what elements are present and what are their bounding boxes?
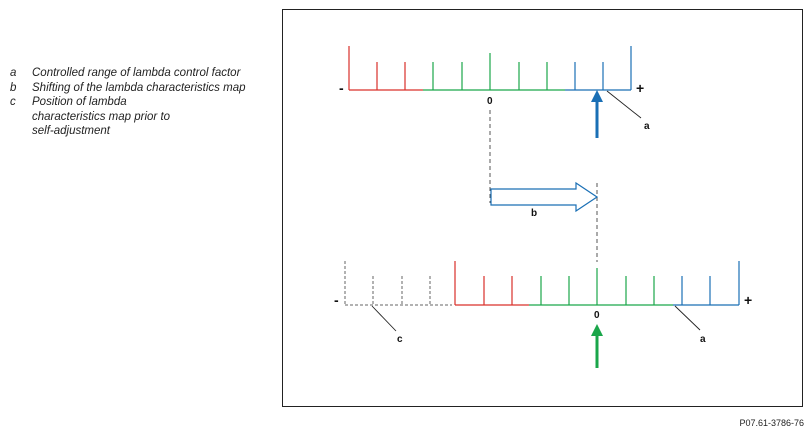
figure-code: P07.61-3786-76 (739, 418, 804, 428)
legend-key: c (10, 96, 16, 108)
legend-item-b: b Shifting of the lambda characteristics… (10, 81, 282, 96)
bottom-minus-sign: - (334, 292, 339, 308)
legend: a Controlled range of lambda control fac… (10, 66, 282, 139)
shift-indicator: b (489, 110, 599, 262)
top-plus-sign: + (636, 80, 644, 96)
legend-item-c: c Position of lambda characteristics map… (10, 95, 282, 139)
legend-text: Controlled range of lambda control facto… (32, 67, 241, 79)
bottom-label-a: a (700, 334, 706, 345)
top-arrow-head (591, 90, 603, 102)
shift-arrow (490, 181, 599, 213)
legend-key: a (10, 67, 17, 79)
top-scale-ticks (348, 46, 632, 90)
top-scale: - + 0 a (339, 46, 650, 138)
bottom-label-c: c (397, 334, 403, 345)
shift-label-b: b (531, 208, 537, 219)
diagram-frame (282, 9, 803, 407)
legend-item-a: a Controlled range of lambda control fac… (10, 66, 282, 81)
bottom-scale: - + 0 a c (334, 261, 752, 368)
bottom-arrow-head (591, 324, 603, 336)
bottom-scale-ticks (344, 261, 740, 305)
bottom-plus-sign: + (744, 292, 752, 308)
top-label-a: a (644, 121, 650, 132)
top-leader-a (606, 90, 642, 119)
legend-text: Position of lambda characteristics map p… (32, 96, 171, 137)
top-zero-label: 0 (487, 96, 493, 107)
bottom-leader-c (371, 305, 397, 332)
bottom-leader-a (674, 305, 701, 331)
bottom-zero-label: 0 (594, 310, 600, 321)
legend-text: Shifting of the lambda characteristics m… (32, 81, 246, 94)
legend-key: b (10, 81, 17, 94)
top-minus-sign: - (339, 80, 344, 96)
